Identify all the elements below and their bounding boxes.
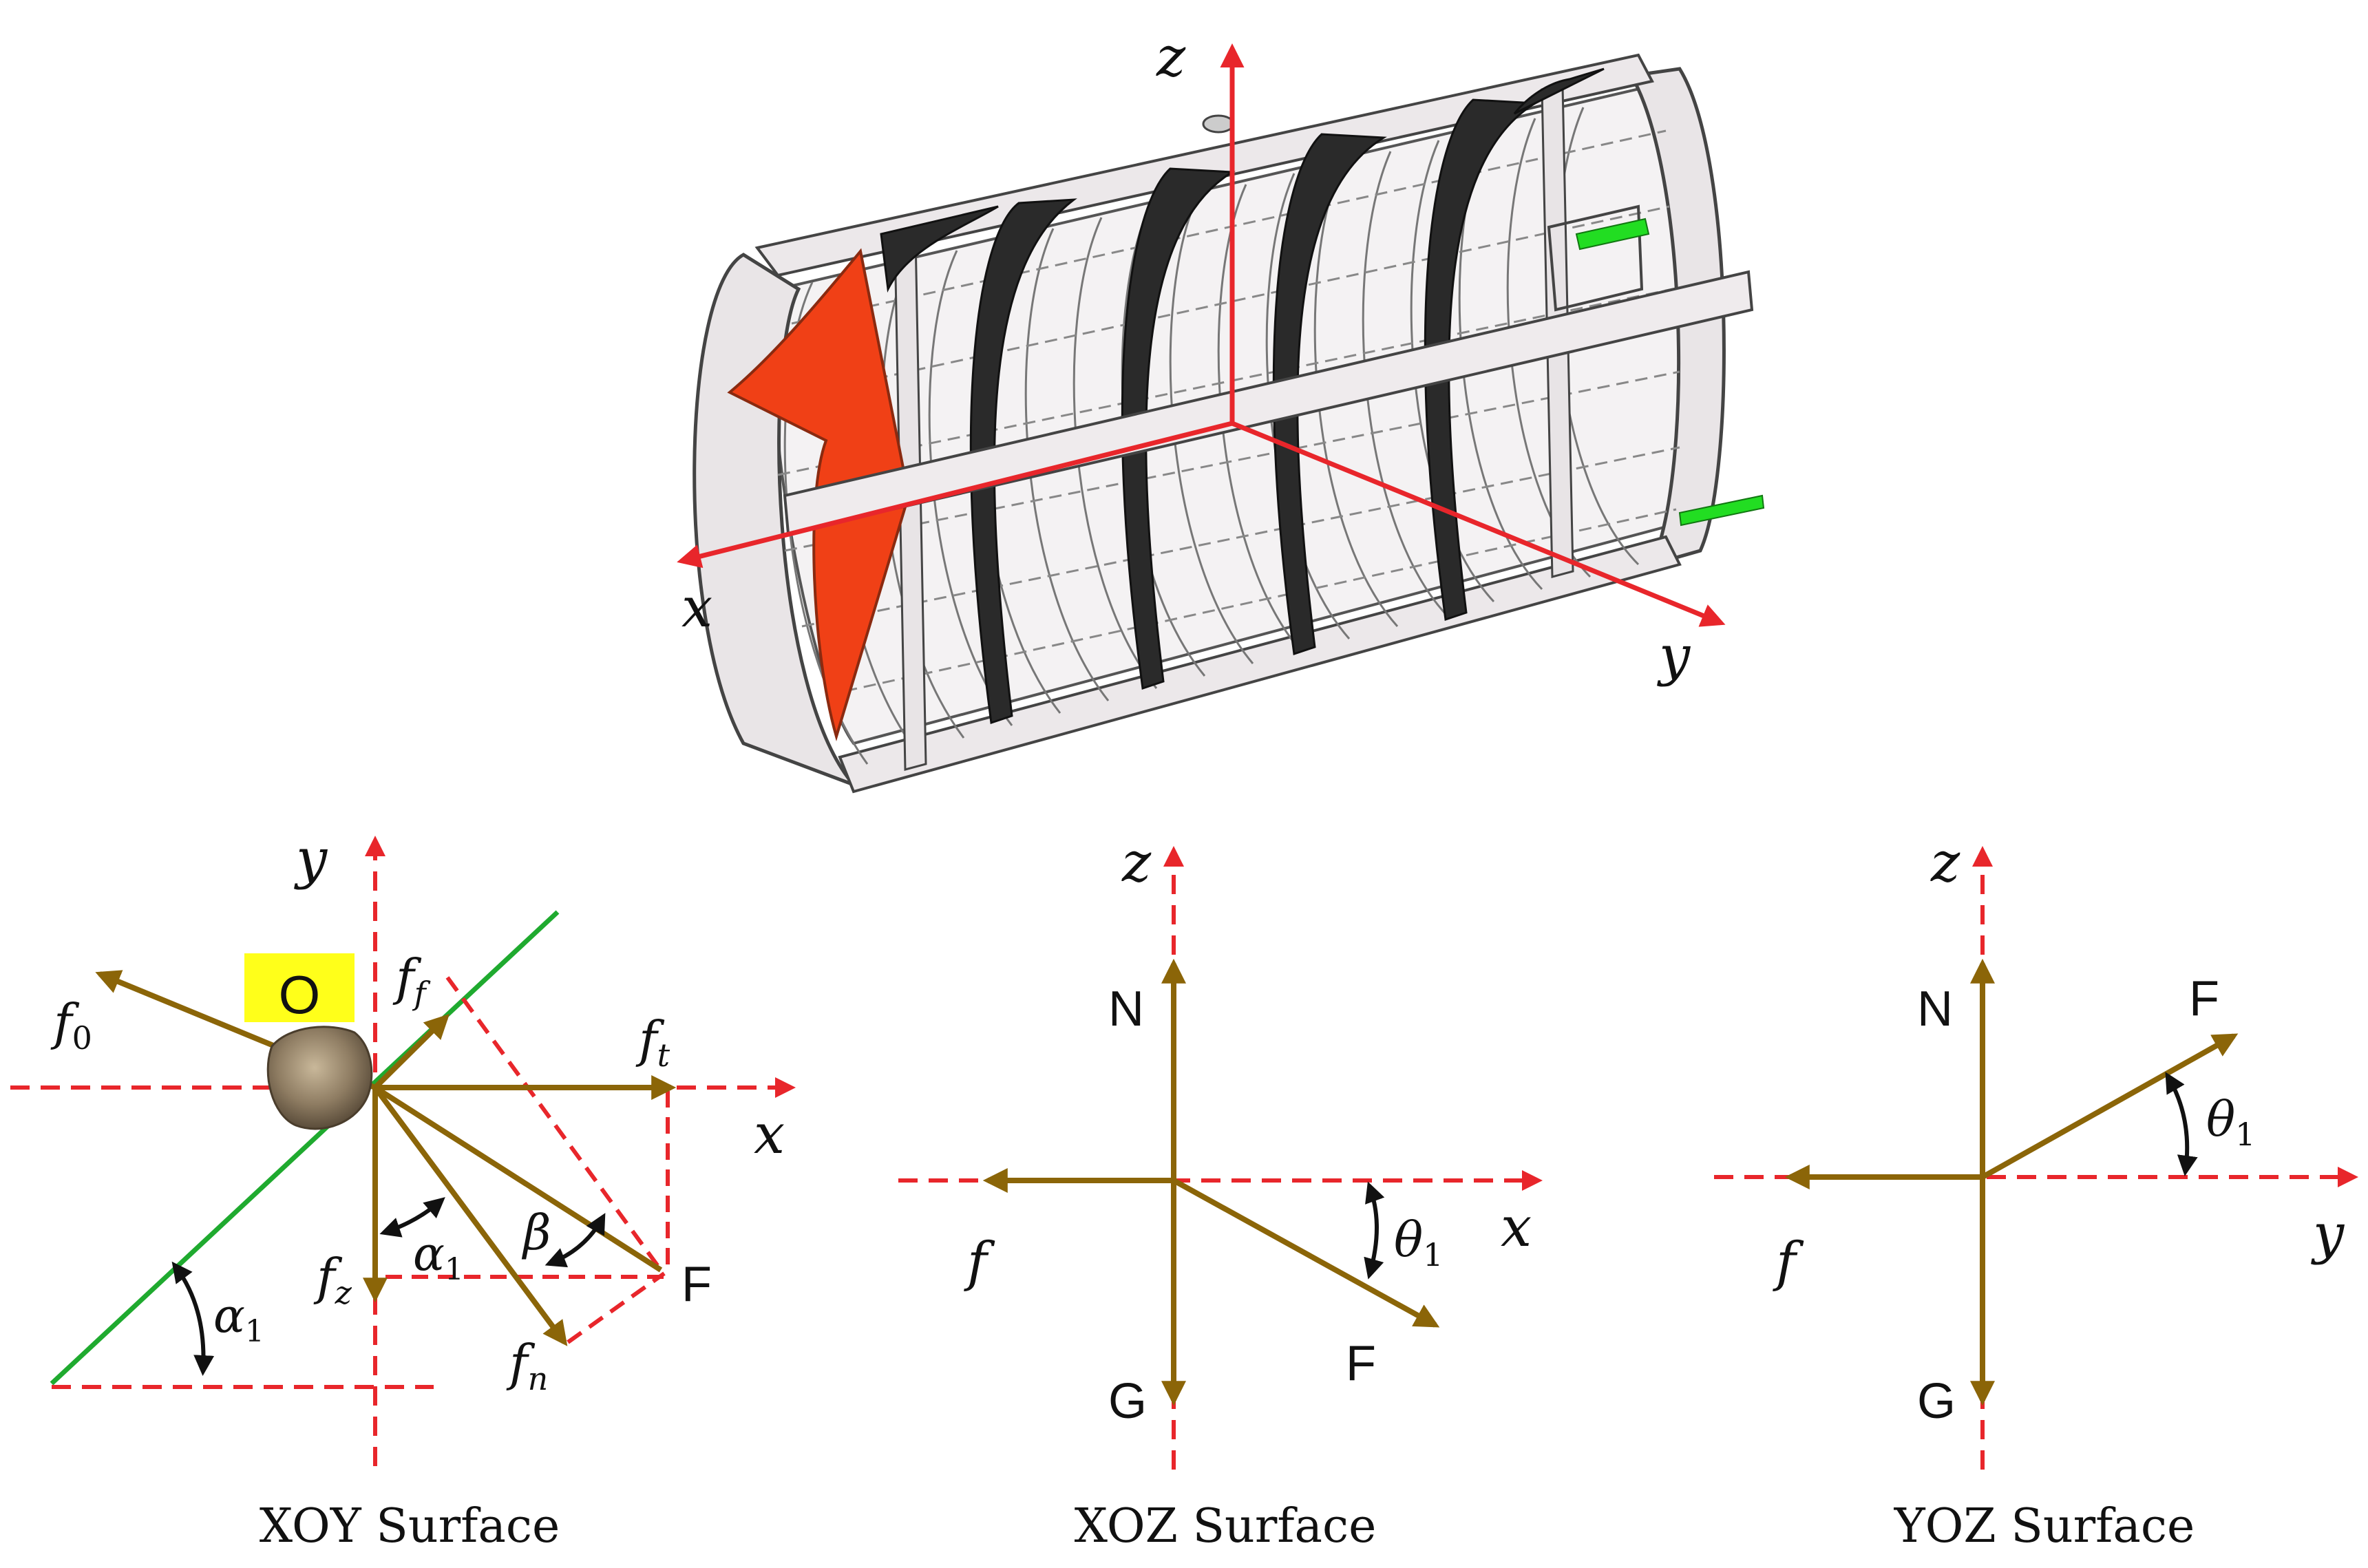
yoz-G-label: G (1917, 1374, 1956, 1429)
origin-highlight (244, 953, 355, 1022)
xoz-theta-arc (1364, 1181, 1385, 1280)
xoy-alpha1-arc-inner (379, 1197, 445, 1238)
drum-top-knob (1202, 114, 1235, 134)
xoz-caption: XOZ Surface (1075, 1499, 1377, 1554)
screen-bars (777, 129, 1680, 697)
xoy-f0-label: f0 (50, 993, 92, 1057)
xoy-incline-line (50, 910, 560, 1386)
yoz-f-label: f (1773, 1231, 1804, 1293)
yoz-theta-arc (2165, 1072, 2198, 1176)
yoz-force-vectors (1784, 958, 2239, 1406)
drum-3d-model: z x y (677, 25, 1765, 794)
drum-axis-z-label: z (1156, 25, 1186, 89)
xoz-force-vectors (982, 958, 1440, 1406)
xoz-N-label: N (1108, 982, 1144, 1037)
drum-bottom-rail (838, 535, 1682, 794)
drum-axis-x-label: x (681, 575, 712, 639)
yoz-axis-z-label: z (1930, 830, 1960, 894)
xoz-axis-z-label: z (1121, 830, 1152, 894)
xoy-origin-label: O (279, 964, 321, 1025)
green-pad-top (1575, 218, 1650, 251)
xoy-ft-label: ft (635, 1010, 670, 1074)
yoz-N-label: N (1917, 982, 1953, 1037)
xoy-F-label: F (681, 1257, 712, 1312)
yoz-diagram: z y N G f F θ1 YOZ Surface (1714, 830, 2358, 1554)
yoz-axis-y-label: y (2311, 1202, 2345, 1266)
xoy-axis-x-label: x (754, 1102, 785, 1166)
xoy-alpha1-arc-outer (171, 1261, 215, 1376)
xoy-alpha1-outer-label: α1 (213, 1289, 264, 1349)
xoz-diagram: z x N G f F θ1 XOZ Surface (898, 830, 1543, 1554)
xoy-caption: XOY Surface (260, 1499, 560, 1554)
drum-axis-y-label: y (1657, 624, 1691, 688)
green-pad-bottom (1678, 494, 1765, 527)
xoy-alpha1-inner-label: α1 (413, 1227, 464, 1287)
yoz-caption: YOZ Surface (1894, 1499, 2195, 1554)
drum-inner-brace (1547, 204, 1644, 312)
xoz-theta-label: θ1 (1394, 1211, 1443, 1273)
xoy-beta-arc (545, 1213, 606, 1268)
xoy-fz-label: fz (313, 1248, 352, 1311)
black-helical-blades (880, 67, 1605, 724)
yoz-theta-label: θ1 (2206, 1091, 2255, 1153)
xoy-axis-y-label: y (294, 827, 328, 891)
rock-particle (266, 1026, 373, 1130)
xoz-axis-x-label: x (1501, 1195, 1532, 1259)
drum-axes (677, 43, 1726, 627)
xoy-ff-label: ff (392, 949, 431, 1012)
xoz-G-label: G (1108, 1374, 1147, 1429)
xoy-fn-label: fn (506, 1334, 548, 1397)
drum-cross-bar (783, 270, 1754, 536)
xoy-diagram: O y x f0 ff ft fz fn F α1 β α1 XOY Surfa… (10, 827, 796, 1554)
xoz-F-label: F (1346, 1336, 1376, 1391)
xoy-construction-lines (385, 976, 670, 1344)
xoy-force-vectors (95, 970, 677, 1346)
yoz-F-label: F (2189, 971, 2219, 1026)
xoz-f-label: f (964, 1231, 995, 1293)
drum-rear-ring (1629, 67, 1726, 567)
xoy-beta-label: β (521, 1205, 551, 1261)
drum-top-rail (754, 53, 1654, 277)
